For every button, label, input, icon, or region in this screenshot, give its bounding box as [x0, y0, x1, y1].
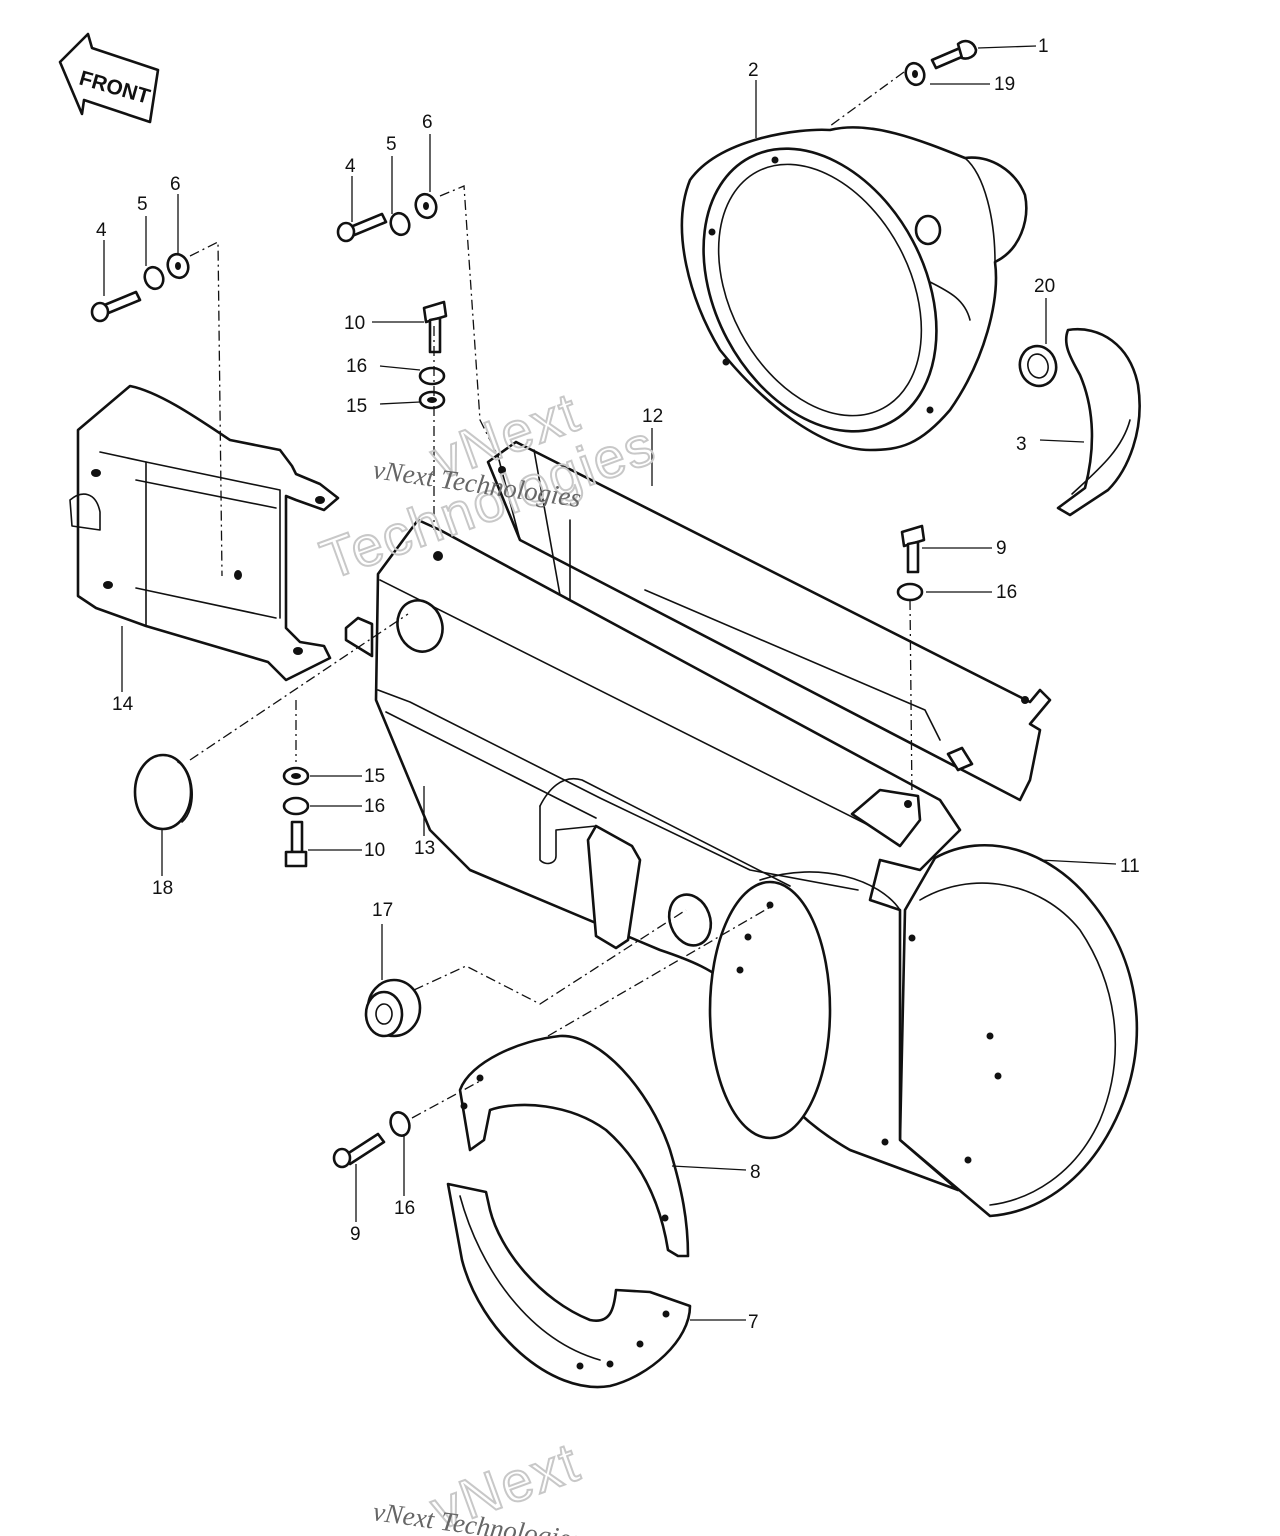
assembly-lines	[189, 71, 913, 1119]
hardware-lower-screw-9	[332, 1111, 411, 1169]
part-19-washer	[904, 61, 926, 87]
hardware-right-bolt-9	[896, 524, 926, 602]
leader-lines	[103, 45, 1117, 1321]
callout-9-right: 9	[996, 538, 1007, 559]
callout-13: 13	[414, 838, 435, 859]
callout-3: 3	[1016, 434, 1027, 455]
part-13-main-cover	[344, 518, 974, 1192]
callout-1: 1	[1038, 36, 1049, 57]
callout-16-lower: 16	[394, 1198, 415, 1219]
callout-2: 2	[748, 60, 759, 81]
hardware-lower-bolt-10	[282, 766, 310, 868]
part-18-plug-cap	[133, 753, 193, 831]
callout-19: 19	[994, 74, 1015, 95]
part-12-rear-panel	[486, 440, 1052, 802]
callout-9-lower: 9	[350, 1224, 361, 1245]
part-3-guard-plate	[1056, 327, 1141, 517]
callout-18: 18	[152, 878, 173, 899]
part-2-cone-housing	[680, 126, 1028, 452]
callout-10-upper: 10	[344, 313, 365, 334]
part-11-drum-cover	[898, 844, 1139, 1218]
part-14-bracket	[69, 384, 340, 682]
callout-6-middle: 6	[422, 112, 433, 133]
part-17-grommet	[364, 978, 422, 1038]
callout-15-lower: 15	[364, 766, 385, 787]
part-20-clip-ring	[1018, 344, 1058, 388]
part-7-lower-ring	[446, 1182, 692, 1389]
callout-12: 12	[642, 406, 663, 427]
watermark-bottom: vNext vNext Technologies	[371, 1429, 589, 1536]
callout-16-right: 16	[996, 582, 1017, 603]
hardware-left-screw-set	[90, 252, 190, 323]
callout-7: 7	[748, 1312, 759, 1333]
callout-8: 8	[750, 1162, 761, 1183]
callout-14: 14	[112, 694, 134, 715]
part-8-upper-ring	[458, 1034, 690, 1258]
callout-10-lower: 10	[364, 840, 385, 861]
hardware-middle-screw-set	[336, 192, 438, 243]
hardware-upper-bolt-10	[418, 300, 448, 410]
part-1-screw	[930, 39, 978, 70]
callout-15-upper: 15	[346, 396, 367, 417]
front-arrow: FRONT	[58, 32, 160, 124]
callout-4-left: 4	[96, 220, 107, 241]
callout-6-left: 6	[170, 174, 181, 195]
callout-5-left: 5	[137, 194, 148, 215]
callout-5-middle: 5	[386, 134, 397, 155]
callout-16-upper: 16	[346, 356, 367, 377]
callout-16-left: 16	[364, 796, 385, 817]
callout-11: 11	[1120, 856, 1140, 877]
callout-17: 17	[372, 900, 393, 921]
callout-4-middle: 4	[345, 156, 356, 177]
callout-numbers: 1 2 3 4 5 6 4 5 6 7 8 9 9 10 10 11 12 13…	[96, 36, 1140, 1333]
callout-20: 20	[1034, 276, 1055, 297]
